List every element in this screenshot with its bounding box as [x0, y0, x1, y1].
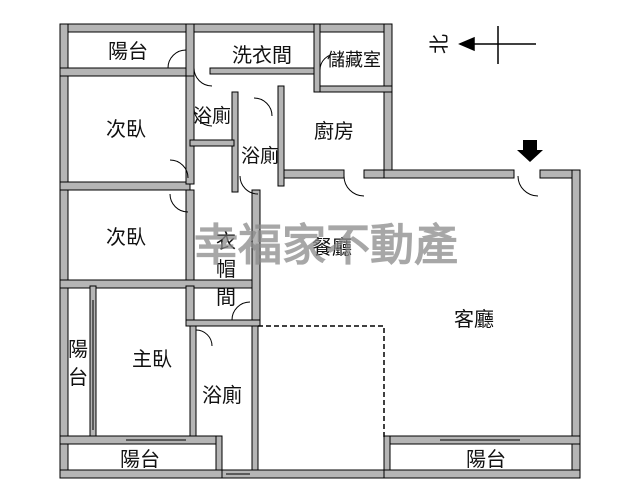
wall-kitchen-bottom [283, 169, 345, 179]
door-bed2-top [169, 159, 189, 179]
door-entrance [517, 175, 539, 197]
walls [59, 23, 581, 479]
label-balcony-left-2: 台 [68, 365, 88, 389]
label-bath-small-1: 浴廁 [193, 104, 231, 127]
wall-north-top [59, 23, 391, 33]
door-bath-small-lower [239, 175, 259, 195]
wall-bed-right [185, 75, 195, 185]
label-bedroom-2-top: 次臥 [106, 117, 146, 141]
wall-bottom-left [59, 469, 223, 479]
wall-storage-bottom [317, 85, 393, 93]
door-kitchen [343, 175, 365, 197]
label-balcony-left-1: 陽 [68, 337, 88, 361]
dashed-divider [258, 325, 385, 440]
room-labels: 陽台 洗衣間 儲藏室 次臥 浴廁 浴廁 廚房 次臥 餐廳 衣 帽 間 客廳 陽 … [68, 39, 506, 471]
entrance-arrow-icon [517, 140, 543, 162]
door-bed2-mid [169, 193, 189, 213]
label-closet-2: 帽 [216, 257, 236, 281]
door-master-bath [195, 329, 213, 347]
doors [167, 49, 539, 347]
label-living: 客廳 [454, 307, 494, 331]
compass-icon [458, 26, 536, 64]
door-closet [231, 301, 251, 321]
door-storage [319, 53, 337, 71]
watermark-text: 幸福家不動產 [194, 220, 458, 271]
wall-v-kitchen [277, 85, 285, 187]
label-bedroom-2-mid: 次臥 [106, 225, 146, 249]
wall-balcony-top-bottom [59, 67, 191, 77]
wall-closet-bottom [185, 319, 261, 327]
compass-label: 北 [427, 34, 451, 54]
wall-bath-mid [189, 139, 235, 147]
label-dining: 餐廳 [312, 235, 352, 259]
label-bath-small-2: 浴廁 [241, 144, 279, 167]
wall-bed2-right [185, 189, 195, 287]
wall-living-top [383, 169, 515, 179]
wall-bath-master-right [251, 325, 259, 479]
wall-north-east [383, 23, 393, 173]
wall-bed2-top-bottom [59, 181, 191, 191]
wall-laundry-bottom [209, 67, 319, 75]
wall-v-1 [185, 23, 195, 79]
label-closet-1: 衣 [216, 229, 236, 253]
door-laundry [193, 67, 213, 87]
wall-bottom-right [383, 469, 581, 479]
wall-east [571, 169, 581, 479]
label-balcony-bottom-right: 陽台 [466, 447, 506, 471]
label-storage: 儲藏室 [327, 50, 381, 71]
label-balcony-top: 陽台 [108, 39, 148, 63]
door-balcony-top [167, 49, 187, 69]
wall-bath-master-left [189, 325, 197, 439]
label-laundry: 洗衣間 [232, 43, 292, 67]
wall-v-2 [313, 23, 321, 93]
label-kitchen: 廚房 [314, 119, 354, 143]
label-master-bedroom: 主臥 [132, 347, 172, 371]
label-balcony-bottom-left: 陽台 [120, 447, 160, 471]
label-bath-master: 浴廁 [202, 383, 242, 407]
wall-west [59, 23, 69, 479]
door-bath-2 [253, 97, 273, 117]
door-bath-1 [193, 107, 213, 127]
windows [92, 300, 520, 475]
label-closet-3: 間 [216, 285, 236, 309]
